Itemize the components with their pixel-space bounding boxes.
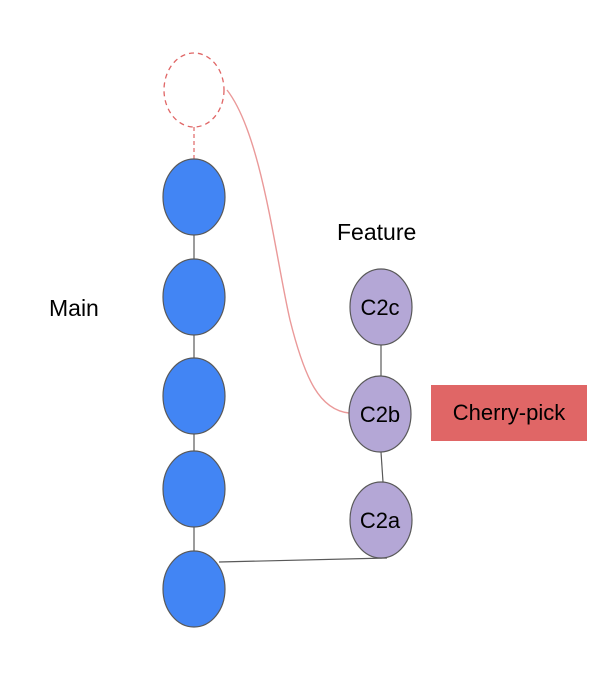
feature-commit-c2b <box>348 375 412 453</box>
cherry-pick-curve <box>226 89 350 414</box>
pending-commit <box>163 52 225 128</box>
main-commit <box>162 158 226 236</box>
main-commit <box>162 357 226 435</box>
feature-commit-c2a-label: C2a <box>360 508 401 533</box>
feature-edge <box>380 451 384 483</box>
main-commit <box>162 450 226 528</box>
feature-branch-label: Feature <box>337 219 417 245</box>
cherry-pick-label: Cherry-pick <box>452 400 566 425</box>
main-branch-label: Main <box>49 295 99 321</box>
main-commit <box>162 258 226 336</box>
cherry-pick-box-bg <box>431 385 587 441</box>
feature-commit-c2c-label: C2c <box>360 295 399 320</box>
main-commit <box>162 550 226 628</box>
feature-commit-c2a <box>349 481 413 559</box>
feature-commit-c2b-label: C2b <box>360 402 400 427</box>
feature-commit-c2c <box>349 268 413 346</box>
branch-edge <box>218 557 388 563</box>
cherry-pick-label-box: Cherry-pick <box>431 385 587 441</box>
